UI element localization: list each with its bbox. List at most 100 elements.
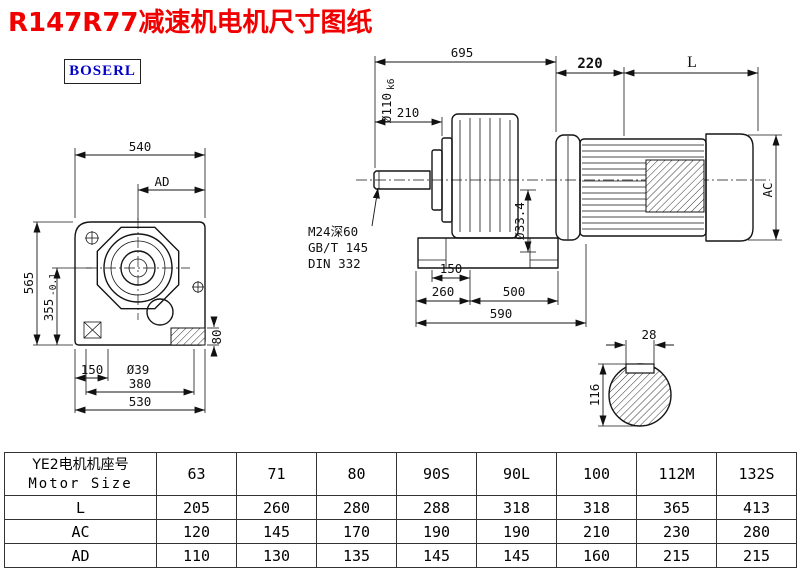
cell-AD-6: 215 — [636, 543, 717, 568]
dim-540: 540 — [74, 139, 206, 218]
dim-355: 355 -0.1 — [41, 267, 92, 345]
dim-bottom-group: 150 Ø39 380 530 — [74, 349, 206, 414]
cell-AC-5: 210 — [556, 519, 637, 544]
dim-L-label: L — [687, 54, 697, 71]
cell-L-0: 205 — [156, 495, 237, 520]
table-header-motor-size: YE2电机机座号 Motor Size — [4, 452, 157, 496]
lower-bore-circle — [146, 298, 174, 326]
dim-110-label: Ø110 — [379, 93, 394, 123]
dim-ad-label: AD — [154, 174, 169, 189]
cell-AC-1: 145 — [236, 519, 317, 544]
dim-210: 210 — [375, 105, 443, 136]
page-title: R147R77减速机电机尺寸图纸 — [8, 8, 373, 38]
dim-AC-label: AC — [760, 182, 775, 197]
table-header-cn: YE2电机机座号 — [32, 456, 129, 473]
dim-540-label: 540 — [129, 139, 152, 154]
cell-L-1: 260 — [236, 495, 317, 520]
cell-AD-5: 160 — [556, 543, 637, 568]
size-col-3: 90S — [396, 452, 477, 496]
table-row-AD: AD 110 130 135 145 145 160 215 215 — [4, 543, 797, 568]
foot-block-hatched — [170, 327, 206, 346]
dim-695-label: 695 — [451, 45, 474, 60]
cell-AD-4: 145 — [476, 543, 557, 568]
dim-AC: AC — [748, 134, 782, 241]
dim-355-tolerance: -0.1 — [48, 273, 59, 296]
row-label-L: L — [4, 495, 157, 520]
cell-L-5: 318 — [556, 495, 637, 520]
cell-AC-4: 190 — [476, 519, 557, 544]
cell-AC-7: 280 — [716, 519, 797, 544]
cell-AC-0: 120 — [156, 519, 237, 544]
dim-80: 80 — [207, 316, 224, 357]
row-label-AD: AD — [4, 543, 157, 568]
cell-AD-7: 215 — [716, 543, 797, 568]
motor-body — [579, 138, 707, 237]
size-col-2: 80 — [316, 452, 397, 496]
table-header-en: Motor Size — [28, 475, 133, 492]
dim-110-tolerance: k6 — [386, 78, 397, 90]
cell-AC-2: 170 — [316, 519, 397, 544]
cell-L-3: 288 — [396, 495, 477, 520]
note-tap-label: M24深60 — [308, 224, 358, 239]
cell-AC-6: 230 — [636, 519, 717, 544]
dim-220: 220 — [556, 56, 625, 136]
dim-565-label: 565 — [21, 272, 36, 295]
dim-695: 695 — [374, 45, 557, 168]
keyway — [625, 363, 655, 374]
table-row-L: L 205 260 280 288 318 318 365 413 — [4, 495, 797, 520]
row-label-AC: AC — [4, 519, 157, 544]
dim-28-label: 28 — [641, 327, 656, 342]
dim-33-4: Ø33.4 — [512, 189, 536, 253]
dim-380-label: 380 — [129, 376, 152, 391]
dim-shaft-dia: Ø110 k6 — [379, 78, 397, 123]
motor-size-table: YE2电机机座号 Motor Size 63 71 80 90S 90L 100… — [4, 452, 797, 568]
cell-AD-2: 135 — [316, 543, 397, 568]
bolt-hole-right — [192, 281, 204, 293]
cell-L-4: 318 — [476, 495, 557, 520]
table-row-AC: AC 120 145 170 190 190 210 230 280 — [4, 519, 797, 544]
motor-flange — [555, 134, 581, 241]
dim-220-label: 220 — [577, 56, 602, 72]
dim-150-side-label: 150 — [440, 261, 463, 276]
output-flange — [86, 218, 190, 320]
size-col-0: 63 — [156, 452, 237, 496]
dim-116-label: 116 — [587, 384, 602, 407]
dim-28: 28 — [606, 327, 674, 370]
cell-AC-3: 190 — [396, 519, 477, 544]
dim-ad: AD — [137, 174, 205, 220]
stator-hatch-block — [645, 159, 705, 213]
dim-260-label: 260 — [432, 284, 455, 299]
size-col-7: 132S — [716, 452, 797, 496]
dim-355-label: 355 — [41, 299, 56, 322]
gearbox-front-body — [74, 221, 206, 346]
size-col-4: 90L — [476, 452, 557, 496]
note-din-label: DIN 332 — [308, 256, 361, 271]
dim-210-label: 210 — [397, 105, 420, 120]
side-view: 695 220 L 210 Ø110 k6 — [308, 45, 782, 327]
cell-L-7: 413 — [716, 495, 797, 520]
shaft-cross-section: 28 116 — [587, 327, 674, 427]
dimension-drawing: 540 AD — [21, 45, 782, 427]
shaft-end-note: M24深60 GB/T 145 DIN 332 — [308, 187, 380, 271]
size-col-6: 112M — [636, 452, 717, 496]
cell-L-2: 280 — [316, 495, 397, 520]
foot-block-left — [83, 321, 102, 339]
table-header-row: YE2电机机座号 Motor Size 63 71 80 90S 90L 100… — [4, 452, 797, 496]
dim-116: 116 — [587, 363, 641, 427]
dim-80-label: 80 — [209, 329, 224, 344]
dim-150-label: 150 — [81, 362, 104, 377]
dim-bore-label: Ø39 — [127, 362, 150, 377]
brand-logo: BOSERL — [64, 59, 141, 84]
dim-33-4-label: Ø33.4 — [512, 202, 527, 240]
cell-AD-1: 130 — [236, 543, 317, 568]
note-gbt-label: GB/T 145 — [308, 240, 368, 255]
dim-530-label: 530 — [129, 394, 152, 409]
cell-AD-0: 110 — [156, 543, 237, 568]
dim-base-group: 150 260 500 590 — [415, 244, 587, 327]
dim-L: L — [624, 54, 759, 131]
dim-500-label: 500 — [503, 284, 526, 299]
gearbox-housing — [431, 113, 519, 239]
fan-cover — [705, 133, 754, 242]
cell-AD-3: 145 — [396, 543, 477, 568]
bolt-hole-top-left — [85, 231, 99, 245]
